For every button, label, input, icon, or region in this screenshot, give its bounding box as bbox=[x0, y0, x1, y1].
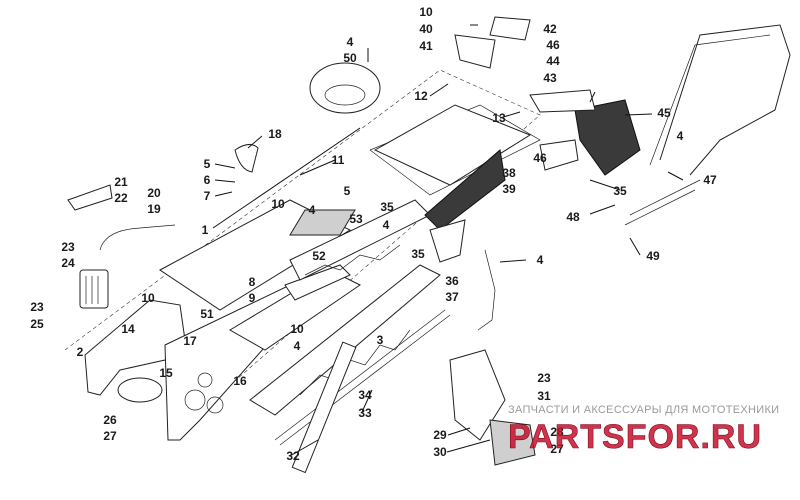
bracket-42 bbox=[489, 16, 531, 41]
callout-13: 13 bbox=[492, 111, 506, 125]
callout-leaders bbox=[212, 24, 684, 457]
running-board bbox=[159, 199, 361, 351]
callout-29: 29 bbox=[433, 428, 447, 442]
callout-33: 33 bbox=[358, 406, 372, 420]
step-28 bbox=[489, 419, 536, 466]
callout-41: 41 bbox=[419, 39, 433, 53]
callout-23a: 23 bbox=[61, 240, 75, 254]
callout-10d: 10 bbox=[290, 322, 304, 336]
callout-46a: 46 bbox=[546, 38, 560, 52]
watermark-logo: PARTSFOR.RU bbox=[508, 418, 762, 456]
bracket-26 bbox=[117, 377, 163, 403]
callout-42: 42 bbox=[543, 22, 557, 36]
callout-4b: 4 bbox=[676, 129, 684, 143]
seat-cushion bbox=[309, 62, 381, 114]
callout-15: 15 bbox=[159, 366, 173, 380]
callout-51: 51 bbox=[200, 307, 214, 321]
callout-10a: 10 bbox=[419, 5, 433, 19]
callout-5a: 5 bbox=[203, 157, 211, 171]
bracket-41 bbox=[454, 34, 496, 69]
callout-34: 34 bbox=[358, 388, 372, 402]
callout-37: 37 bbox=[445, 290, 459, 304]
callout-30: 30 bbox=[433, 445, 447, 459]
callout-24: 24 bbox=[61, 256, 75, 270]
callout-23c: 23 bbox=[537, 371, 551, 385]
callout-10b: 10 bbox=[271, 197, 285, 211]
callout-4c: 4 bbox=[308, 203, 316, 217]
callout-19: 19 bbox=[147, 202, 161, 216]
callout-27a: 27 bbox=[103, 429, 117, 443]
callout-6: 6 bbox=[203, 173, 211, 187]
callout-50: 50 bbox=[343, 51, 357, 65]
callout-40: 40 bbox=[419, 22, 433, 36]
callout-36: 36 bbox=[445, 274, 459, 288]
callout-21: 21 bbox=[114, 175, 128, 189]
callout-22: 22 bbox=[114, 191, 128, 205]
callout-43: 43 bbox=[543, 71, 557, 85]
bracket-21 bbox=[67, 184, 113, 211]
callout-17: 17 bbox=[183, 334, 197, 348]
callout-28: 28 bbox=[550, 425, 564, 439]
callout-27b: 27 bbox=[550, 442, 564, 456]
callout-52: 52 bbox=[312, 249, 326, 263]
callout-46b: 46 bbox=[533, 151, 547, 165]
tunnel-deck bbox=[64, 69, 541, 421]
callout-4f: 4 bbox=[293, 339, 301, 353]
callout-4e: 4 bbox=[536, 253, 544, 267]
callout-45: 45 bbox=[657, 106, 671, 120]
callout-32: 32 bbox=[286, 449, 300, 463]
callout-11: 11 bbox=[331, 153, 345, 167]
rods bbox=[274, 309, 451, 474]
callout-4a: 4 bbox=[346, 35, 354, 49]
callout-25: 25 bbox=[30, 317, 44, 331]
callout-38: 38 bbox=[502, 166, 516, 180]
bracket-36 bbox=[429, 219, 466, 263]
callout-23b: 23 bbox=[30, 300, 44, 314]
callout-35b: 35 bbox=[411, 247, 425, 261]
watermark-caption: ЗАПЧАСТИ И АКСЕССУАРЫ ДЛЯ МОТОТЕХНИКИ bbox=[508, 404, 780, 416]
callout-18: 18 bbox=[268, 127, 282, 141]
callout-26: 26 bbox=[103, 413, 117, 427]
callout-49: 49 bbox=[646, 249, 660, 263]
cover-18 bbox=[234, 144, 259, 173]
right-rail bbox=[249, 149, 506, 416]
callout-1: 1 bbox=[201, 223, 209, 237]
callout-35a: 35 bbox=[380, 200, 394, 214]
callout-48: 48 bbox=[566, 210, 580, 224]
callout-9: 9 bbox=[248, 291, 256, 305]
callout-14: 14 bbox=[121, 322, 135, 336]
grab-handle bbox=[99, 224, 176, 251]
callout-3: 3 bbox=[376, 333, 384, 347]
callout-4d: 4 bbox=[382, 218, 390, 232]
vent-24 bbox=[79, 269, 109, 309]
strap-37 bbox=[477, 249, 496, 331]
callout-47: 47 bbox=[703, 173, 717, 187]
callout-31: 31 bbox=[537, 389, 551, 403]
callout-7: 7 bbox=[203, 189, 211, 203]
callout-35c: 35 bbox=[613, 184, 627, 198]
callout-8: 8 bbox=[248, 275, 256, 289]
rear-bumper bbox=[529, 24, 791, 226]
callout-2: 2 bbox=[76, 345, 84, 359]
callout-5b: 5 bbox=[343, 184, 351, 198]
watermark-logo-text: PARTSFOR.RU bbox=[508, 418, 762, 456]
callout-10c: 10 bbox=[141, 291, 155, 305]
callout-16: 16 bbox=[233, 374, 247, 388]
callout-53: 53 bbox=[349, 212, 363, 226]
callout-20: 20 bbox=[147, 186, 161, 200]
callout-39: 39 bbox=[502, 182, 516, 196]
callout-44: 44 bbox=[546, 54, 560, 68]
callout-12: 12 bbox=[414, 89, 428, 103]
